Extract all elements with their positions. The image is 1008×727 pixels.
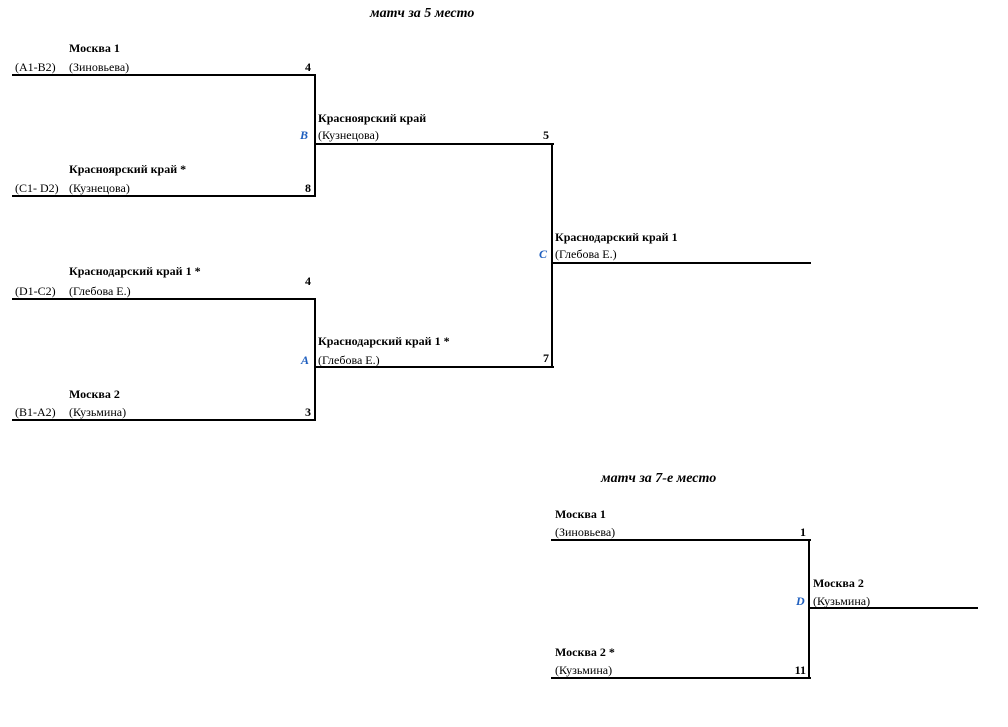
coach-name: (Зиновьева) [555,525,616,539]
r1-line-1 [12,74,316,76]
match-label-b: B [300,128,309,142]
score: 4 [305,274,311,288]
final-line-c [551,262,811,264]
coach-name: (Кузьмина) [555,663,613,677]
coach-name: (Кузьмина) [813,594,871,608]
seed-label: (A1-B2) [15,60,56,74]
coach-name: (Кузьмина) [69,405,127,419]
semi-line-b [314,143,554,145]
team-name: Москва 1 [555,507,606,521]
score: 3 [305,405,311,419]
match-label-a: A [301,353,310,367]
score: 8 [305,181,311,195]
r1-connector-bottom [314,298,316,421]
score: 4 [305,60,311,74]
score: 11 [794,663,806,677]
semi-connector [551,143,553,368]
r1-line-2 [12,195,316,197]
seed-label: (D1-C2) [15,284,56,298]
seed-label: (B1-A2) [15,405,56,419]
r1-line-4 [12,419,316,421]
fifth-place-title: матч за 5 место [370,6,475,21]
team-name: Краснодарский край 1 [555,230,678,244]
team-name: Краснодарский край 1 * [69,264,201,278]
r1-line-3 [12,298,316,300]
coach-name: (Зиновьева) [69,60,130,74]
seventh-connector [808,539,810,679]
coach-name: (Кузнецова) [318,128,379,142]
seventh-line-2 [551,677,811,679]
seed-label: (C1- D2) [15,181,59,195]
team-name: Москва 2 [69,387,120,401]
score: 7 [543,351,549,365]
score: 1 [800,525,806,539]
score: 5 [543,128,549,142]
match-label-d: D [796,594,805,608]
team-name: Красноярский край [318,111,427,125]
semi-line-a [314,366,554,368]
coach-name: (Глебова Е.) [555,247,617,261]
team-name: Москва 1 [69,41,120,55]
coach-name: (Глебова Е.) [69,284,131,298]
team-name: Москва 2 * [555,645,615,659]
team-name: Москва 2 [813,576,864,590]
match-label-c: C [539,247,548,261]
r1-connector-top [314,74,316,197]
coach-name: (Глебова Е.) [318,353,380,367]
team-name: Краснодарский край 1 * [318,334,450,348]
seventh-line-1 [551,539,811,541]
seventh-place-title: матч за 7-е место [601,471,717,486]
team-name: Красноярский край * [69,162,187,176]
seventh-winner-line [808,607,978,609]
coach-name: (Кузнецова) [69,181,130,195]
